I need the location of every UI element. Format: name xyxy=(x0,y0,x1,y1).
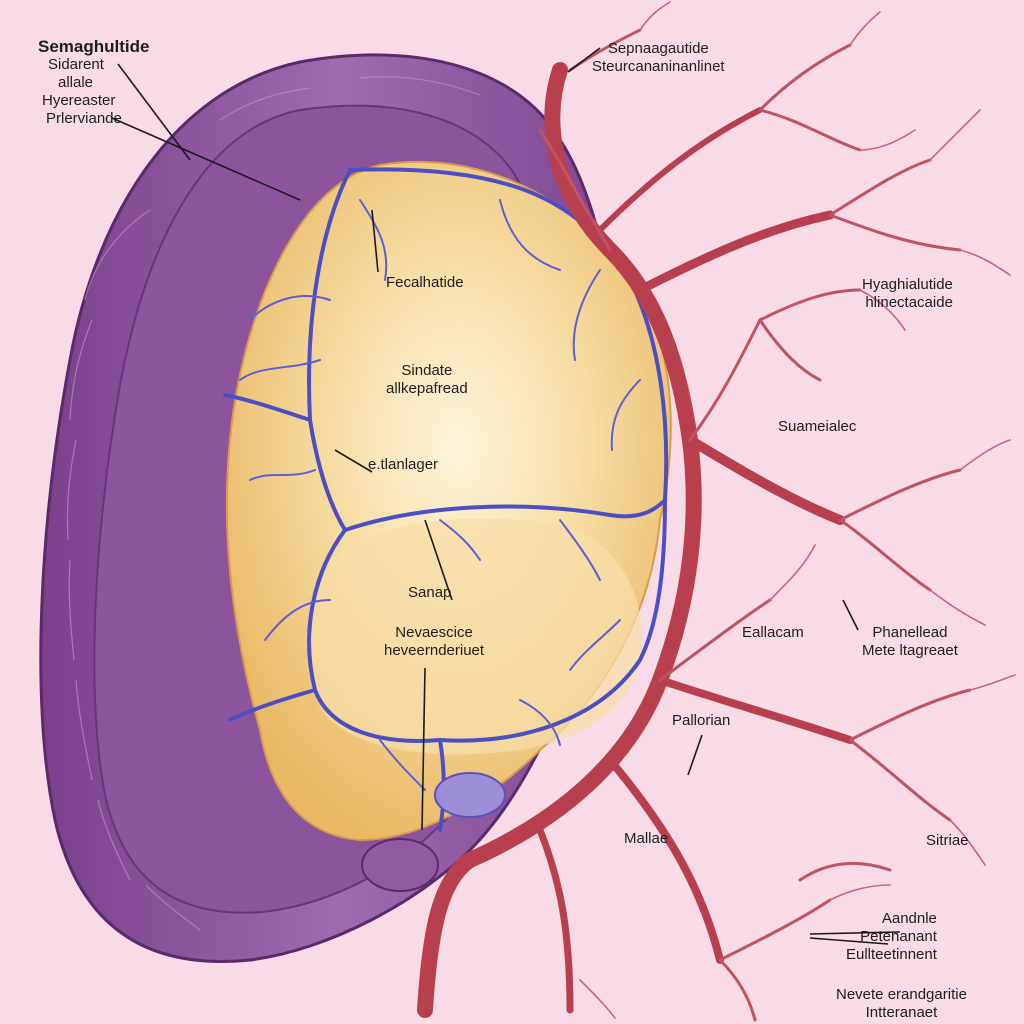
label-right-pair-line2: Mete ltagreaet xyxy=(862,642,958,659)
label-top-left-line1: Sidarent xyxy=(48,56,104,73)
label-right-pair: Phanellead Mete ltagreaet xyxy=(862,624,958,660)
label-bottom-left-text: Mallae xyxy=(624,830,669,847)
label-core-lower-small-text: Sanap xyxy=(408,584,452,601)
blue-vessel-branches xyxy=(239,199,641,791)
label-right-upper-line2: hlinectacaide xyxy=(865,294,953,311)
label-right-mid-text: Suameialec xyxy=(778,418,857,435)
label-top-left-title: Semaghultide xyxy=(38,37,150,56)
label-core-middle-line2: allkepafread xyxy=(386,380,468,397)
label-core-junction-text: e.tlanlager xyxy=(368,456,439,473)
label-core-middle-line1: Sindate xyxy=(401,362,453,379)
label-bottom-edge-line2: Intteranaet xyxy=(865,1004,938,1021)
label-right-upper: Hyaghialutide hlinectacaide xyxy=(862,276,953,312)
label-bottom-left: Mallae xyxy=(624,830,668,848)
blue-vessel-network xyxy=(223,167,669,832)
label-bottom-right: Aandnle Petenanant Eullteetinnent xyxy=(846,910,937,964)
label-center-right: Eallacam xyxy=(742,624,804,642)
label-core-lower-line2: heveernderiuet xyxy=(384,642,485,659)
label-bottom-edge-line1: Nevete erandgaritie xyxy=(836,986,967,1003)
label-bottom-right-line1: Aandnle xyxy=(881,910,937,927)
label-top-center-line1: Sepnaagautide xyxy=(607,40,709,57)
label-right-low: Sitriae xyxy=(926,832,969,850)
label-core-upper: Fecalhatide xyxy=(386,274,464,292)
label-right-upper-line1: Hyaghialutide xyxy=(862,276,953,293)
label-right-mid: Suameialec xyxy=(778,418,856,436)
label-bottom-right-line3: Eullteetinnent xyxy=(846,946,937,963)
label-core-junction: e.tlanlager xyxy=(368,456,438,474)
red-vessel-branches xyxy=(538,28,972,1022)
label-core-lower-line1: Nevaescice xyxy=(395,624,473,641)
label-center-low-text: Pallorian xyxy=(672,712,731,729)
red-vessel-tree xyxy=(417,62,854,1018)
tissue-striations xyxy=(66,76,481,931)
leader-lines xyxy=(111,47,901,945)
red-capillaries xyxy=(579,1,1016,1019)
label-top-center: Sepnaagautide Steurcananinanlinet xyxy=(592,40,725,76)
label-bottom-edge: Nevete erandgaritie Intteranaet xyxy=(836,986,967,1022)
label-top-left: Semaghultide Sidarent allale Hyereaster … xyxy=(38,38,149,128)
label-core-lower: Nevaescice heveernderiuet xyxy=(384,624,484,660)
vessel-pool xyxy=(434,772,506,818)
label-center-low: Pallorian xyxy=(672,712,730,730)
label-bottom-right-line2: Petenanant xyxy=(860,928,937,945)
label-right-low-text: Sitriae xyxy=(926,832,969,849)
label-center-right-text: Eallacam xyxy=(742,624,804,641)
label-core-upper-text: Fecalhatide xyxy=(386,274,464,291)
label-top-left-line2: allale xyxy=(58,74,94,91)
label-top-center-line2: Steurcananinanlinet xyxy=(592,58,725,75)
label-top-left-line3: Hyereaster xyxy=(42,92,116,109)
label-core-middle: Sindate allkepafread xyxy=(386,362,468,398)
label-top-left-line4: Prlerviande xyxy=(46,110,122,127)
label-right-pair-line1: Phanellead xyxy=(872,624,948,641)
tissue-node xyxy=(361,838,439,892)
label-core-lower-small: Sanap xyxy=(408,584,451,602)
core-lower-lobe xyxy=(307,518,642,755)
